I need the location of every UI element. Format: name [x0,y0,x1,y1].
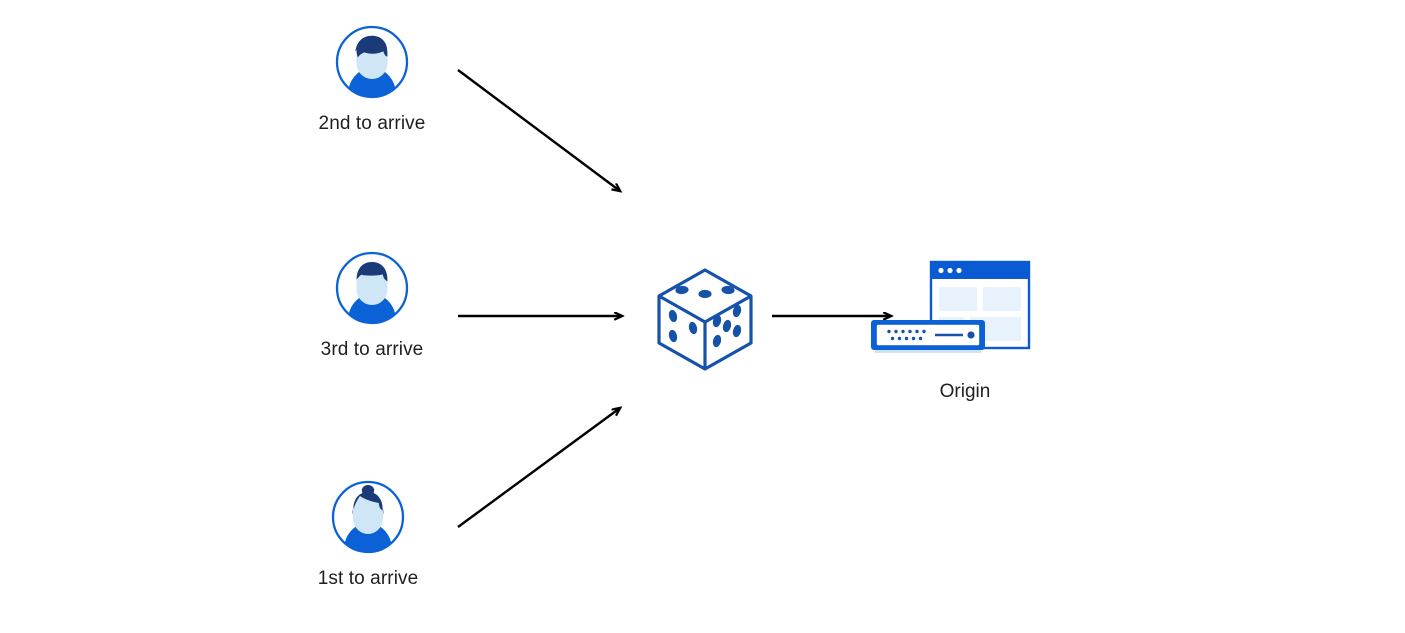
client-label-3rd: 3rd to arrive [320,339,424,360]
user-avatar-icon [335,25,409,99]
origin-label: Origin [939,381,991,402]
client-node-1st[interactable]: 1st to arrive [288,479,448,590]
client-label-2nd: 2nd to arrive [318,113,426,134]
user-avatar-icon [331,480,405,554]
dice-node[interactable] [645,263,765,376]
client-node-3rd[interactable]: 3rd to arrive [292,250,452,361]
client-label-1st: 1st to arrive [317,568,419,589]
client-node-2nd[interactable]: 2nd to arrive [292,24,452,135]
origin-server-icon [871,260,1031,353]
origin-node[interactable]: Origin [865,258,1065,403]
arrow-2nd-to-dice [457,69,620,191]
arrow-1st-to-dice [457,408,620,528]
dice-icon [657,268,753,371]
router-icon [871,320,985,353]
user-avatar-icon [335,251,409,325]
